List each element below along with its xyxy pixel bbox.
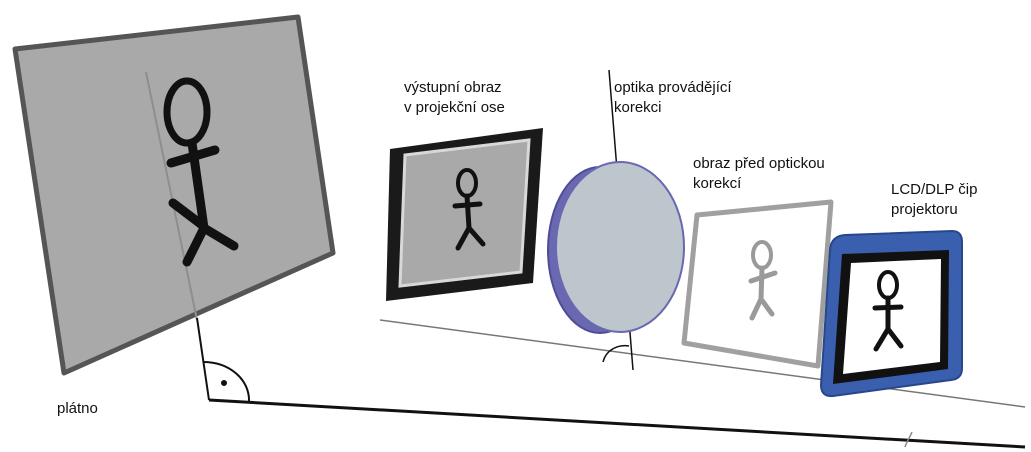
stick-figure-icon [748,240,778,321]
label-correction-optics: optika provádějící korekci [614,78,732,118]
label-line: LCD/DLP čip [891,181,978,198]
angle-arc-icon [602,344,630,363]
label-line: v projekční ose [404,99,505,116]
stick-figure-icon [872,270,904,352]
projector-chip [819,229,963,398]
correction-lens [547,161,685,334]
label-output-image: výstupní obraz v projekční ose [404,78,505,118]
stick-figure-icon [452,168,486,251]
label-image-before-correction: obraz před optickou korekcí [693,154,825,194]
label-line: optika provádějící [614,79,732,96]
angle-arc-icon [904,431,913,448]
label-line: obraz před optickou [693,155,825,172]
label-line: korekcí [693,175,742,192]
pre-correction-image-panel [681,199,834,369]
label-line: výstupní obraz [404,79,502,96]
right-angle-marker-icon [202,361,251,403]
output-image-panel [386,128,543,301]
label-screen: plátno [57,400,98,417]
stick-figure-icon [163,77,239,267]
label-line: korekci [614,99,662,116]
label-projector-chip: LCD/DLP čip projektoru [891,180,977,220]
projection-screen [12,14,336,376]
label-line: projektoru [891,201,958,218]
